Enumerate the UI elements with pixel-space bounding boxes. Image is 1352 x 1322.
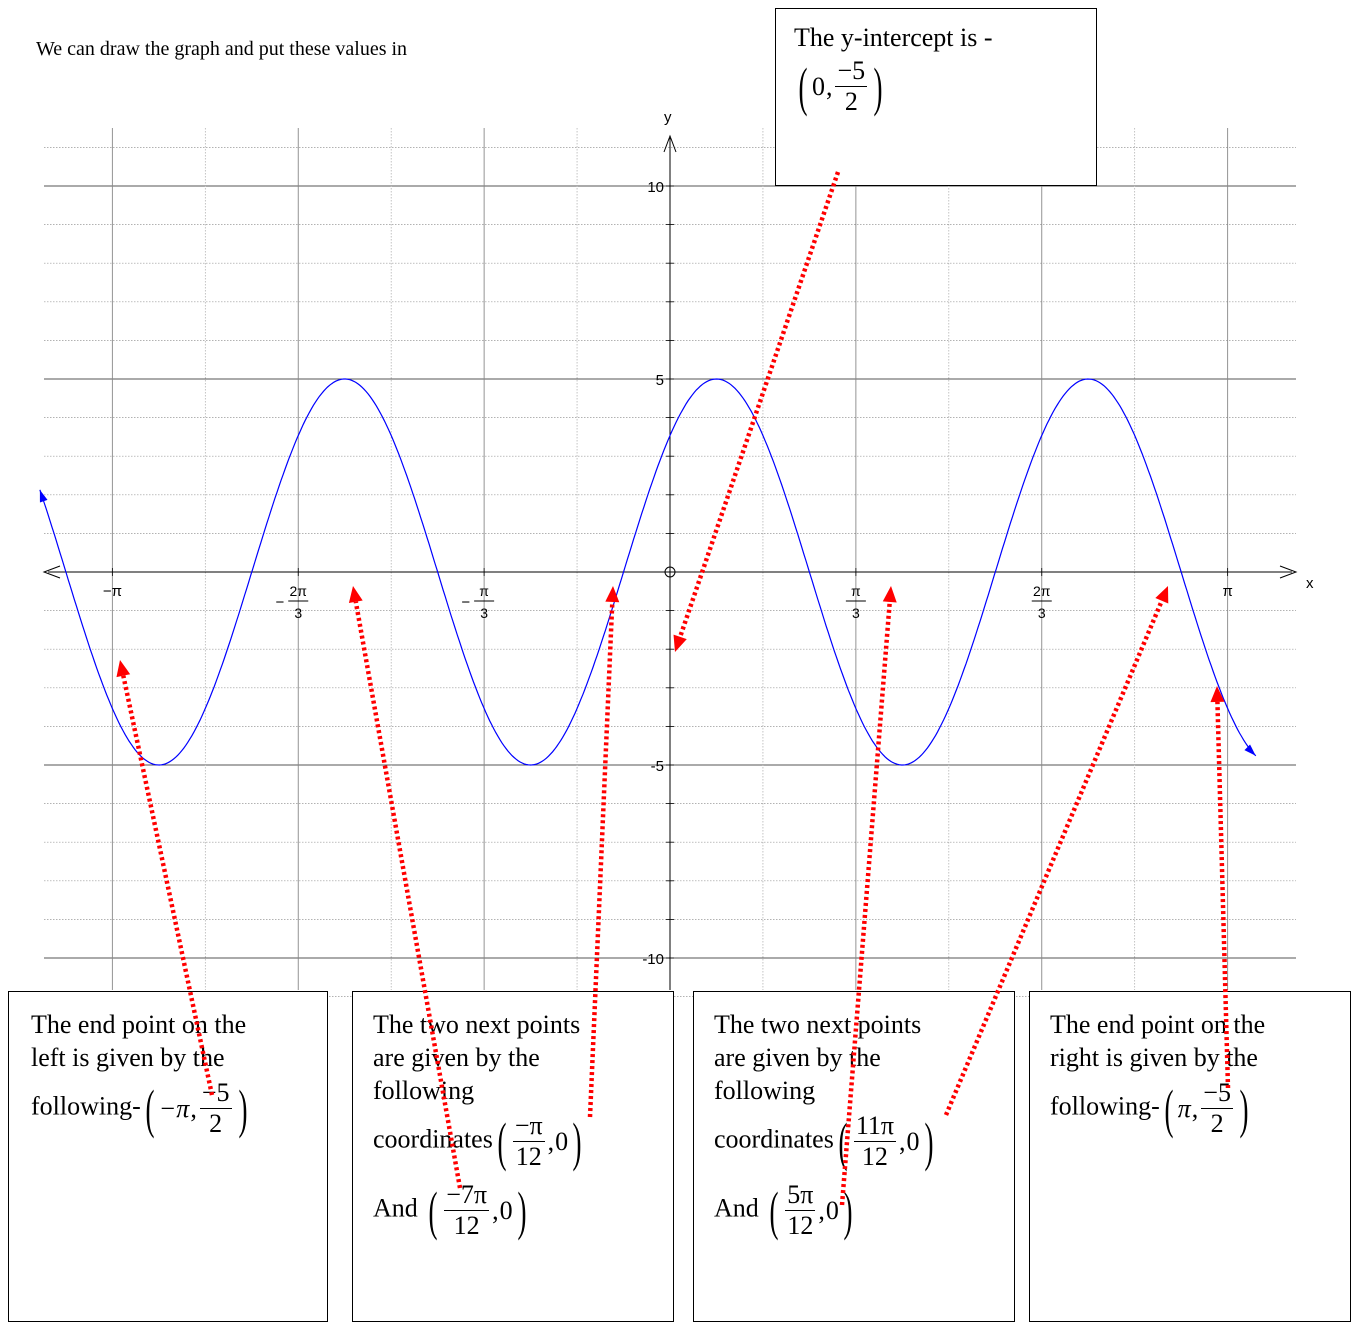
callout-text: right is given by the	[1050, 1043, 1258, 1072]
x-axis-arrow-left	[42, 565, 61, 579]
y-tick-label: -5	[651, 758, 664, 775]
svg-text:3: 3	[294, 605, 302, 621]
callout-text: The end point on the	[1050, 1010, 1266, 1039]
right-endpoint-callout: The end point on the right is given by t…	[1029, 991, 1351, 1322]
y-axis-arrow	[663, 134, 677, 153]
callout-text: are given by the	[714, 1043, 881, 1072]
x-axis-arrow-right	[1279, 565, 1298, 579]
callout-text: The two next points	[373, 1010, 581, 1039]
svg-text:2π: 2π	[1033, 583, 1051, 599]
intro-text: We can draw the graph and put these valu…	[36, 38, 408, 60]
svg-text:π: π	[479, 583, 489, 599]
svg-text:3: 3	[852, 605, 860, 621]
svg-text:3: 3	[1038, 605, 1046, 621]
origin-marker	[664, 566, 676, 578]
left-zeros-callout: The two next points are given by the fol…	[352, 991, 674, 1322]
callout-text: are given by the	[373, 1043, 540, 1072]
svg-text:π: π	[1222, 583, 1232, 600]
y-tick-label: 10	[647, 179, 664, 196]
y-axis-label: y	[664, 109, 672, 126]
y-tick-label: -10	[642, 951, 664, 968]
x-tick-label: π 3−	[461, 583, 495, 621]
x-tick-label: 2π 3−	[275, 583, 309, 621]
sine-curve	[39, 378, 1257, 766]
svg-text:π: π	[851, 583, 861, 599]
x-axis-label: x	[1306, 575, 1314, 592]
callout-text: The y-intercept is -	[794, 23, 993, 52]
svg-text:−: −	[275, 594, 284, 611]
x-tick-label: π	[1222, 583, 1232, 600]
svg-text:−π: −π	[103, 583, 122, 600]
y-tick-label: 5	[656, 372, 664, 389]
curve-arrowhead	[1244, 744, 1256, 756]
callout-text: The two next points	[714, 1010, 922, 1039]
left-endpoint-callout: The end point on the left is given by th…	[8, 991, 328, 1322]
callout-text: The end point on the	[31, 1010, 247, 1039]
x-tick-label: −π	[103, 583, 122, 600]
callout-text: following	[714, 1076, 816, 1105]
svg-text:2π: 2π	[290, 583, 308, 599]
svg-text:−: −	[461, 594, 470, 611]
svg-text:3: 3	[480, 605, 488, 621]
callout-text: left is given by the	[31, 1043, 225, 1072]
curve-arrowhead	[39, 489, 48, 503]
right-zeros-callout: The two next points are given by the fol…	[693, 991, 1015, 1322]
callout-text: following	[373, 1076, 475, 1105]
